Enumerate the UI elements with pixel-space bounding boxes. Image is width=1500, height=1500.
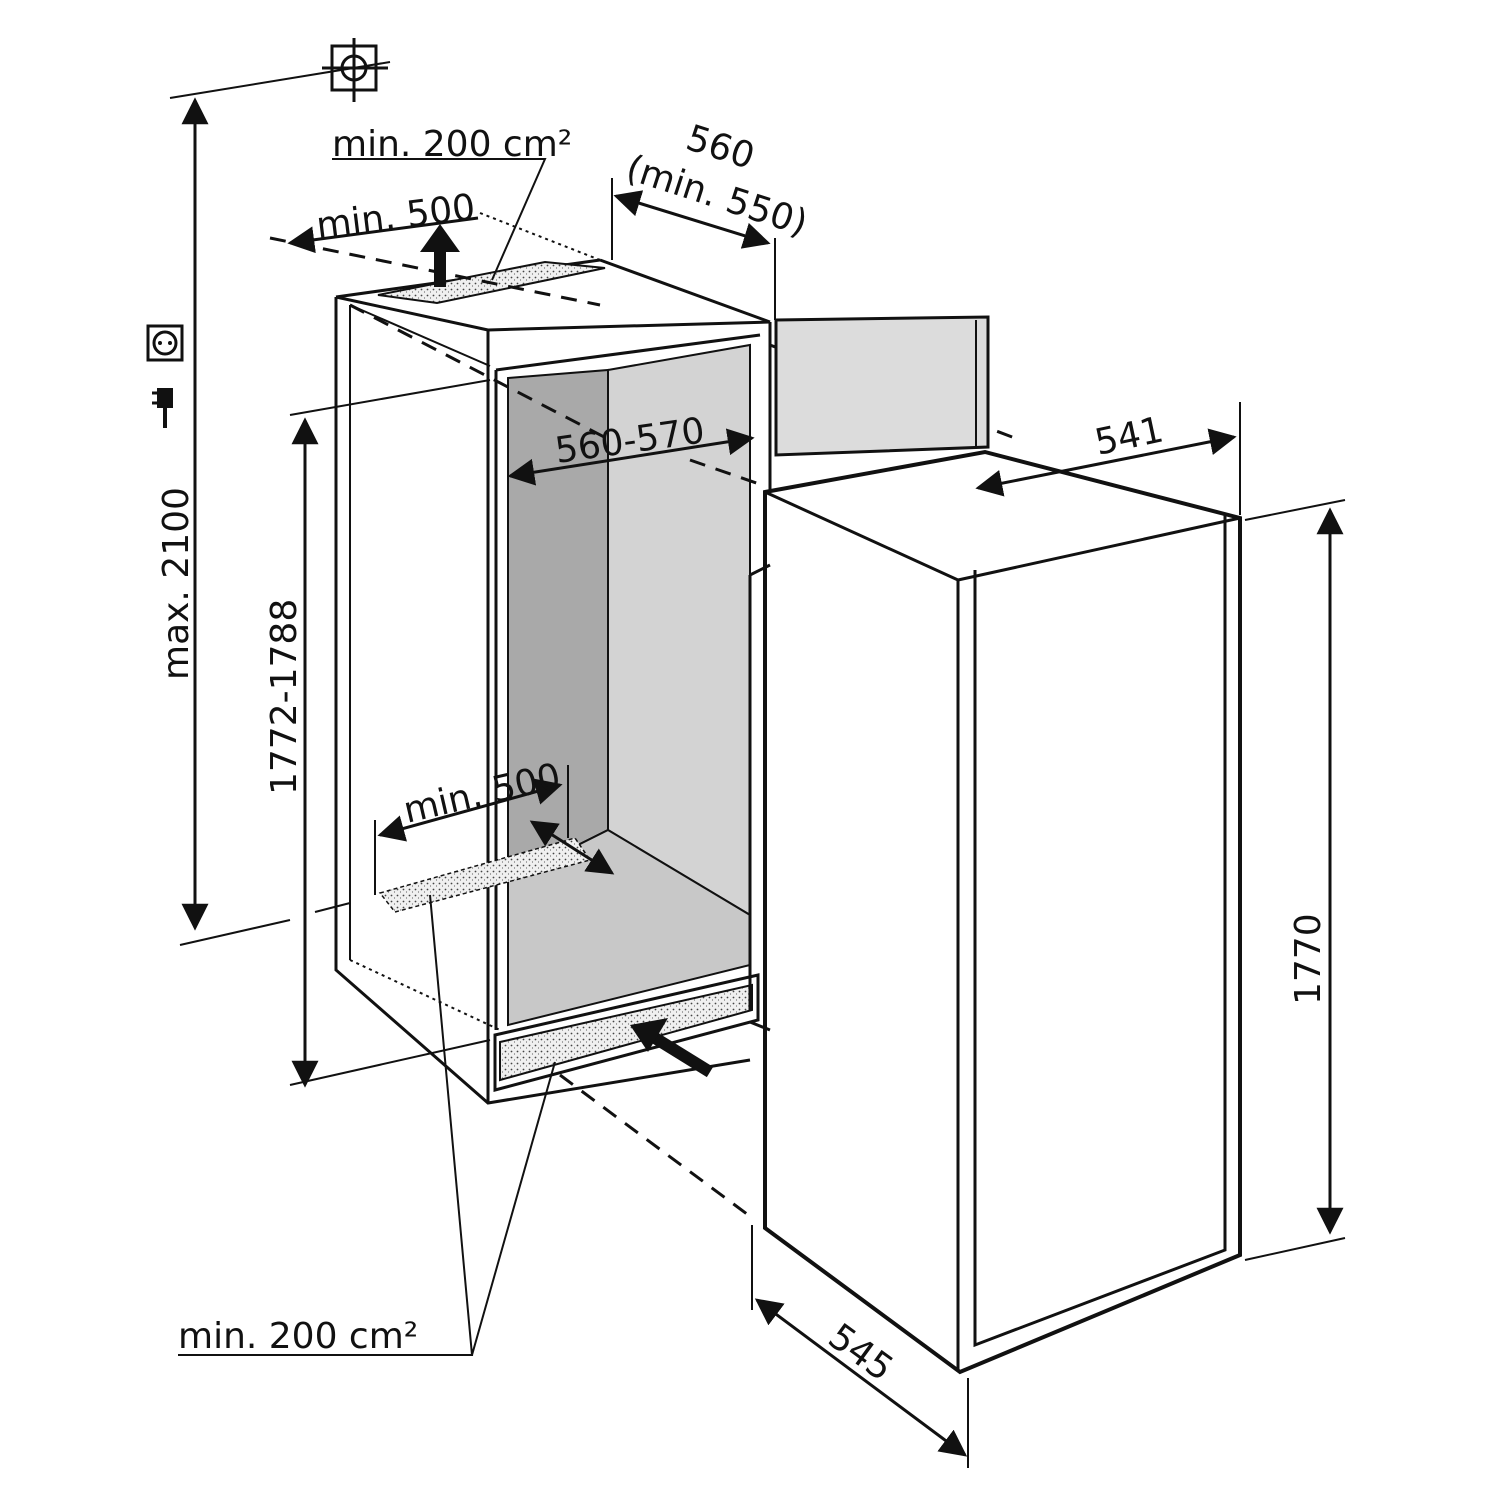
label-vent-top-depth: min. 500 bbox=[314, 187, 477, 247]
power-socket-icon bbox=[146, 324, 184, 362]
label-vent-bottom-area: min. 200 cm² bbox=[178, 1316, 418, 1357]
label-appliance-height: 1770 bbox=[1288, 913, 1329, 1005]
power-plug-icon bbox=[152, 388, 173, 428]
label-appliance-width: 541 bbox=[1091, 409, 1167, 463]
furniture-door-panel bbox=[774, 315, 990, 457]
label-max-height: max. 2100 bbox=[156, 487, 197, 680]
installation-niche bbox=[269, 212, 1021, 1222]
label-vent-top-area: min. 200 cm² bbox=[332, 124, 572, 165]
label-niche-height: 1772-1788 bbox=[264, 599, 305, 795]
appliance bbox=[748, 449, 1242, 1375]
water-connection-icon bbox=[322, 38, 388, 102]
plinth-vent-bottom bbox=[499, 983, 753, 1082]
